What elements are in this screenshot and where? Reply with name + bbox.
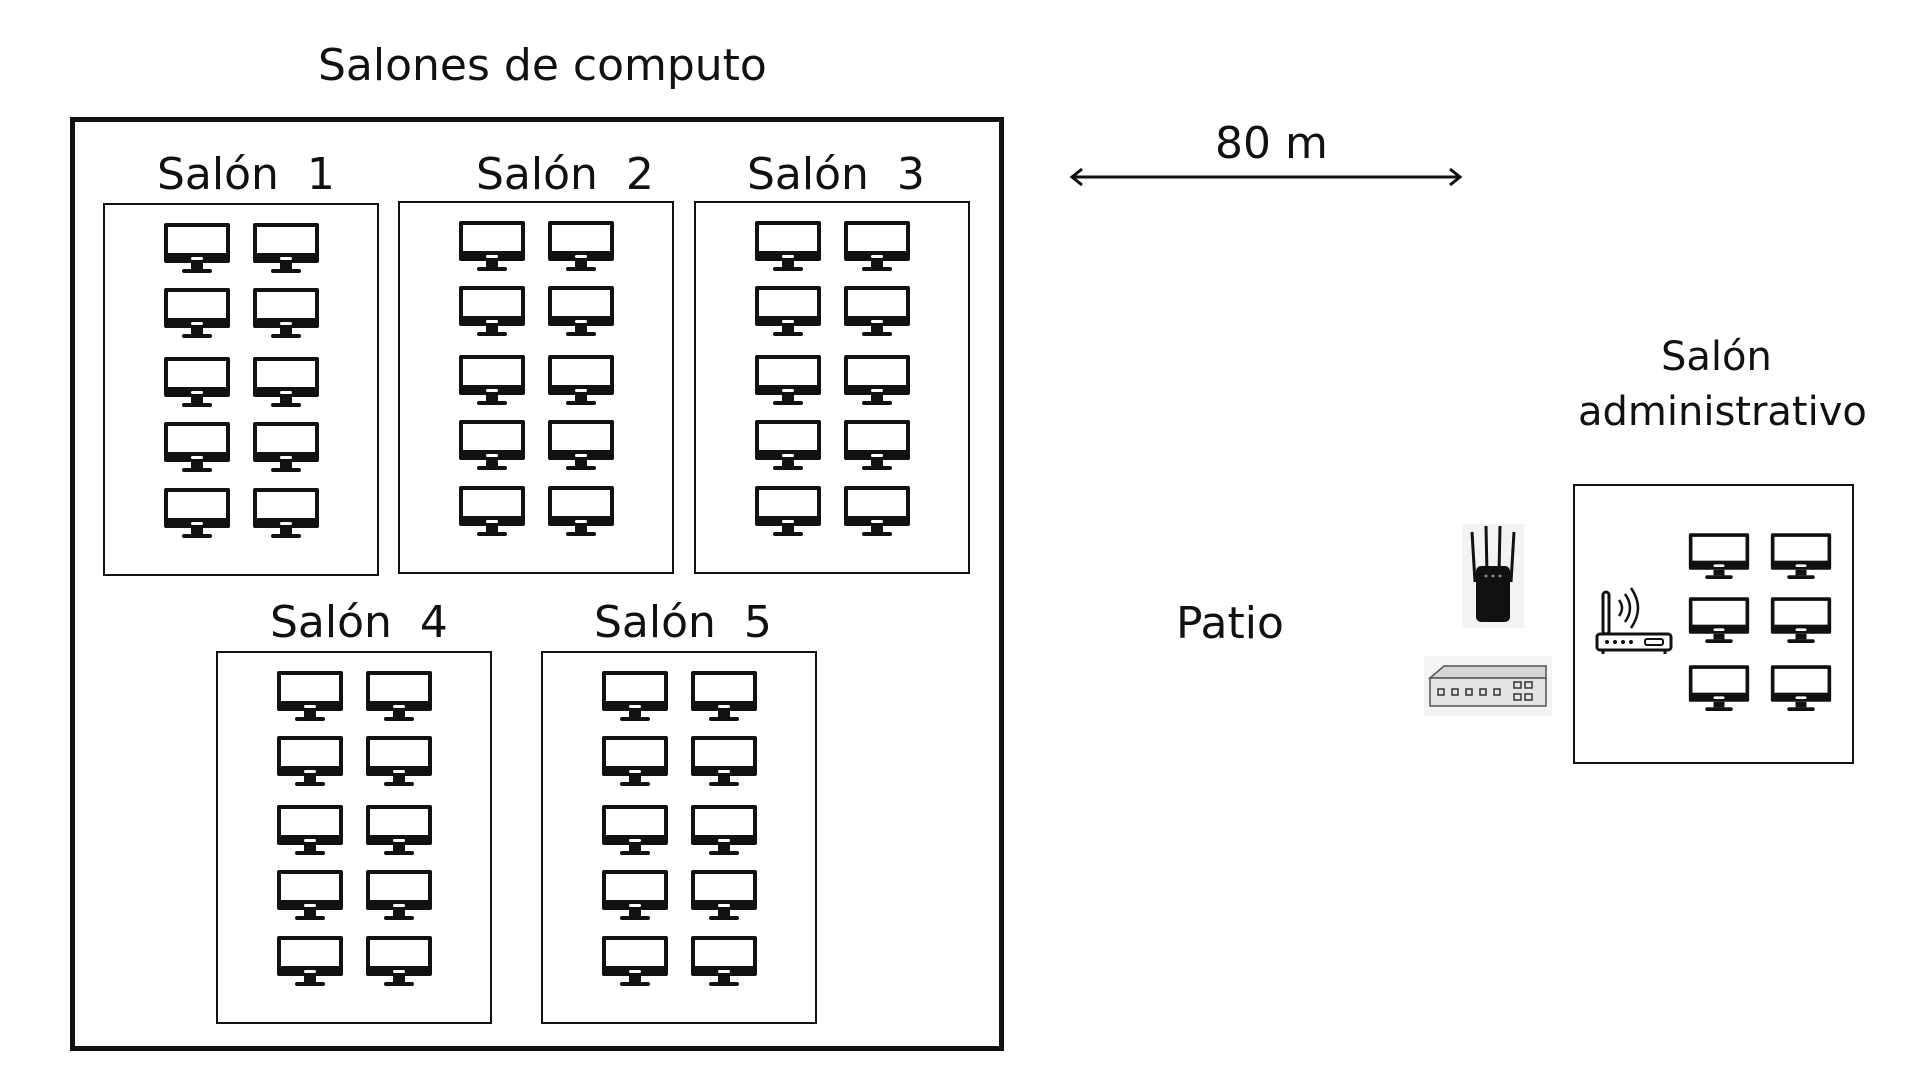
desktop-monitor-icon <box>457 284 527 340</box>
desktop-monitor-icon <box>364 803 434 859</box>
room-3 <box>694 201 970 574</box>
desktop-monitor-icon <box>600 734 670 790</box>
admin-label-line1: Salón <box>1661 334 1772 380</box>
diagram-title: Salones de computo <box>318 40 767 91</box>
room-label-1: Salón 1 <box>157 149 335 200</box>
desktop-monitor-icon <box>275 669 345 725</box>
desktop-monitor-icon <box>275 934 345 990</box>
desktop-monitor-icon <box>689 868 759 924</box>
desktop-monitor-icon <box>275 868 345 924</box>
distance-arrow <box>1069 167 1463 187</box>
admin-room <box>1573 484 1854 764</box>
room-4 <box>216 651 492 1024</box>
room-label-2: Salón 2 <box>476 149 654 200</box>
desktop-monitor-icon <box>1687 663 1751 715</box>
desktop-monitor-icon <box>162 221 232 277</box>
desktop-monitor-icon <box>689 669 759 725</box>
desktop-monitor-icon <box>689 803 759 859</box>
wifi-extender-icon <box>1462 524 1524 628</box>
desktop-monitor-icon <box>364 734 434 790</box>
desktop-monitor-icon <box>162 355 232 411</box>
desktop-monitor-icon <box>546 484 616 540</box>
patio-label: Patio <box>1176 598 1284 649</box>
desktop-monitor-icon <box>600 868 670 924</box>
distance-label: 80 m <box>1215 118 1328 169</box>
desktop-monitor-icon <box>546 353 616 409</box>
desktop-monitor-icon <box>842 353 912 409</box>
desktop-monitor-icon <box>753 219 823 275</box>
desktop-monitor-icon <box>364 934 434 990</box>
desktop-monitor-icon <box>689 934 759 990</box>
desktop-monitor-icon <box>1687 595 1751 647</box>
desktop-monitor-icon <box>689 734 759 790</box>
desktop-monitor-icon <box>842 219 912 275</box>
desktop-monitor-icon <box>364 669 434 725</box>
desktop-monitor-icon <box>251 221 321 277</box>
desktop-monitor-icon <box>753 484 823 540</box>
desktop-monitor-icon <box>1769 663 1833 715</box>
desktop-monitor-icon <box>753 418 823 474</box>
desktop-monitor-icon <box>600 669 670 725</box>
desktop-monitor-icon <box>1769 595 1833 647</box>
desktop-monitor-icon <box>753 284 823 340</box>
desktop-monitor-icon <box>842 418 912 474</box>
desktop-monitor-icon <box>753 353 823 409</box>
desktop-monitor-icon <box>251 486 321 542</box>
network-switch-icon <box>1424 656 1552 716</box>
desktop-monitor-icon <box>1769 531 1833 583</box>
desktop-monitor-icon <box>251 355 321 411</box>
desktop-monitor-icon <box>546 284 616 340</box>
desktop-monitor-icon <box>457 484 527 540</box>
desktop-monitor-icon <box>546 418 616 474</box>
desktop-monitor-icon <box>162 286 232 342</box>
room-5 <box>541 651 817 1024</box>
room-label-3: Salón 3 <box>747 149 925 200</box>
desktop-monitor-icon <box>275 734 345 790</box>
desktop-monitor-icon <box>1687 531 1751 583</box>
wifi-router-icon <box>1595 587 1673 654</box>
desktop-monitor-icon <box>842 284 912 340</box>
room-label-4: Salón 4 <box>270 597 448 648</box>
desktop-monitor-icon <box>251 286 321 342</box>
desktop-monitor-icon <box>251 420 321 476</box>
room-label-5: Salón 5 <box>594 597 772 648</box>
desktop-monitor-icon <box>364 868 434 924</box>
desktop-monitor-icon <box>162 420 232 476</box>
desktop-monitor-icon <box>457 353 527 409</box>
room-1 <box>103 203 379 576</box>
admin-label-line2: administrativo <box>1578 389 1867 435</box>
room-2 <box>398 201 674 574</box>
desktop-monitor-icon <box>457 219 527 275</box>
desktop-monitor-icon <box>600 934 670 990</box>
desktop-monitor-icon <box>546 219 616 275</box>
desktop-monitor-icon <box>600 803 670 859</box>
desktop-monitor-icon <box>842 484 912 540</box>
desktop-monitor-icon <box>457 418 527 474</box>
desktop-monitor-icon <box>275 803 345 859</box>
desktop-monitor-icon <box>162 486 232 542</box>
